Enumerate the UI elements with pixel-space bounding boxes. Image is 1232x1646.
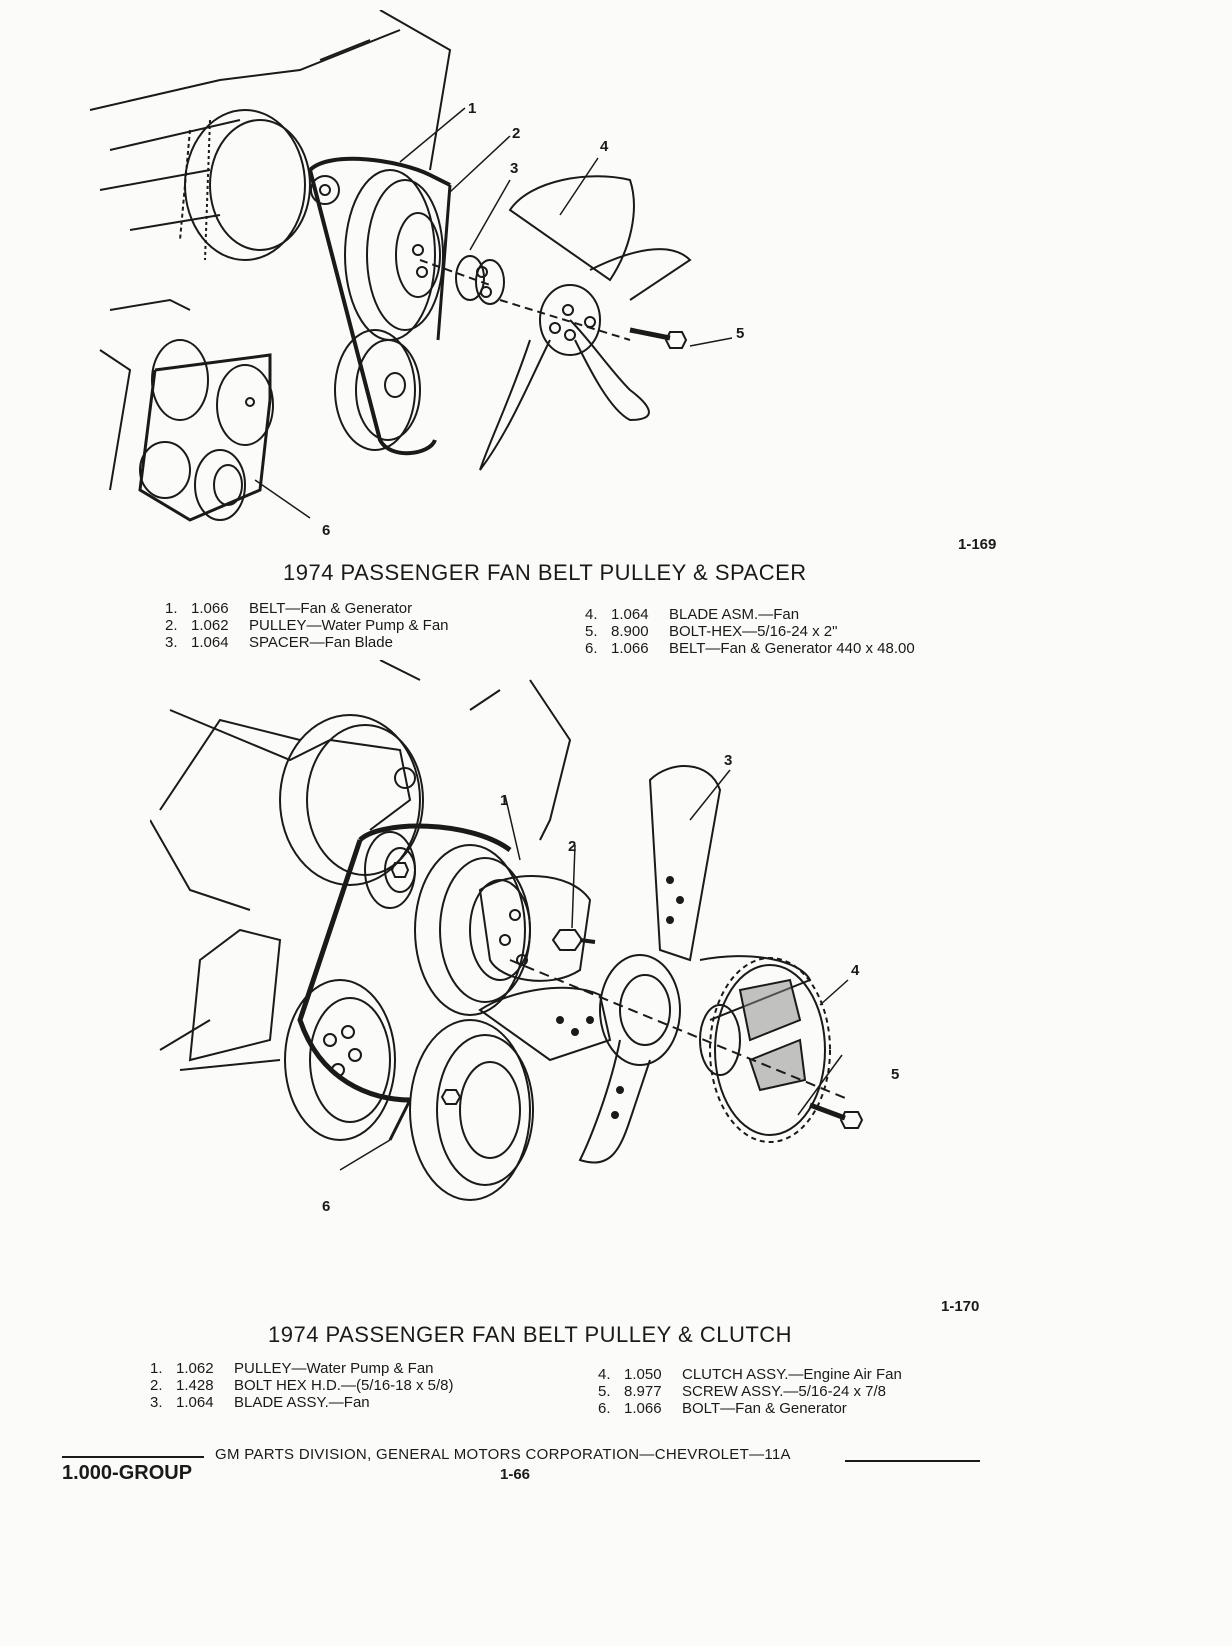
part-row: 3. 1.064 SPACER—Fan Blade: [165, 634, 449, 651]
figure-1-caption: 1974 PASSENGER FAN BELT PULLEY & SPACER: [283, 560, 807, 585]
part-num: 6.: [598, 1400, 611, 1417]
part-num: 3.: [165, 634, 178, 651]
part-num: 6.: [585, 640, 598, 657]
figure-2-callout-1: 1: [500, 792, 509, 809]
part-row: 2. 1.062 PULLEY—Water Pump & Fan: [165, 617, 449, 634]
figure-1-callout-6: 6: [322, 522, 331, 539]
footer-publisher: GM PARTS DIVISION, GENERAL MOTORS CORPOR…: [215, 1446, 791, 1463]
part-num: 2.: [150, 1377, 163, 1394]
part-num: 4.: [598, 1366, 611, 1383]
figure-1-number: 1-169: [958, 536, 997, 553]
part-desc: PULLEY—Water Pump & Fan: [249, 617, 449, 634]
part-code: 1.066: [611, 640, 649, 657]
footer-rule-left: [62, 1456, 204, 1458]
figure-1-parts-right: 4. 1.064 BLADE ASM.—Fan 5. 8.900 BOLT-HEX—5/…: [585, 606, 915, 657]
part-row: 4. 1.050 CLUTCH ASSY.—Engine Air Fan: [598, 1366, 902, 1383]
figure-2-parts-right: 4. 1.050 CLUTCH ASSY.—Engine Air Fan 5. 8.9…: [598, 1366, 902, 1417]
part-num: 1.: [150, 1360, 163, 1377]
figure-2-callout-2: 2: [568, 838, 577, 855]
figure-1-callout-3: 3: [510, 160, 519, 177]
part-num: 1.: [165, 600, 178, 617]
part-code: 1.428: [176, 1377, 214, 1394]
footer-group: 1.000-GROUP: [62, 1462, 193, 1484]
footer-page-number: 1-66: [500, 1466, 531, 1483]
part-row: 4. 1.064 BLADE ASM.—Fan: [585, 606, 915, 623]
part-row: 2. 1.428 BOLT HEX H.D.—(5/16-18 x 5/8): [150, 1377, 454, 1394]
part-desc: BLADE ASSY.—Fan: [234, 1394, 370, 1411]
part-code: 1.064: [176, 1394, 214, 1411]
part-row: 6. 1.066 BELT—Fan & Generator 440 x 48.00: [585, 640, 915, 657]
figure-1-callout-1: 1: [468, 100, 477, 117]
part-code: 1.062: [191, 617, 229, 634]
part-code: 1.066: [191, 600, 229, 617]
part-desc: BOLT HEX H.D.—(5/16-18 x 5/8): [234, 1377, 454, 1394]
figure-2-number: 1-170: [941, 1298, 980, 1315]
part-code: 8.977: [624, 1383, 662, 1400]
part-desc: PULLEY—Water Pump & Fan: [234, 1360, 434, 1377]
part-code: 1.064: [611, 606, 649, 623]
part-num: 4.: [585, 606, 598, 623]
part-desc: BELT—Fan & Generator: [249, 600, 413, 617]
figure-1-callout-5: 5: [736, 325, 745, 342]
part-desc: BELT—Fan & Generator 440 x 48.00: [669, 640, 915, 657]
part-row: 6. 1.066 BOLT—Fan & Generator: [598, 1400, 902, 1417]
part-desc: BOLT—Fan & Generator: [682, 1400, 847, 1417]
part-code: 1.066: [624, 1400, 662, 1417]
part-code: 1.062: [176, 1360, 214, 1377]
figure-1-drawing: [89, 10, 733, 522]
part-num: 3.: [150, 1394, 163, 1411]
footer-rule-right: [845, 1460, 980, 1462]
figure-2-callout-6: 6: [322, 1198, 331, 1215]
part-desc: BOLT-HEX—5/16-24 x 2": [669, 623, 838, 640]
part-num: 5.: [598, 1383, 611, 1400]
figure-1-callout-2: 2: [512, 125, 521, 142]
figure-2-callout-3: 3: [724, 752, 733, 769]
part-row: 3. 1.064 BLADE ASSY.—Fan: [150, 1394, 454, 1411]
part-row: 5. 8.900 BOLT-HEX—5/16-24 x 2": [585, 623, 915, 640]
part-desc: SCREW ASSY.—5/16-24 x 7/8: [682, 1383, 886, 1400]
part-desc: SPACER—Fan Blade: [249, 634, 393, 651]
figure-2-caption: 1974 PASSENGER FAN BELT PULLEY & CLUTCH: [268, 1322, 793, 1347]
part-code: 1.050: [624, 1366, 662, 1383]
part-num: 5.: [585, 623, 598, 640]
part-num: 2.: [165, 617, 178, 634]
figure-1-callout-4: 4: [600, 138, 609, 155]
part-code: 1.064: [191, 634, 229, 651]
figure-2-callout-4: 4: [851, 962, 860, 979]
figure-2-drawing: [150, 660, 864, 1201]
part-desc: CLUTCH ASSY.—Engine Air Fan: [682, 1366, 902, 1383]
figure-1-parts-left: 1. 1.066 BELT—Fan & Generator 2. 1.062 PULLE…: [165, 600, 449, 651]
part-row: 1. 1.066 BELT—Fan & Generator: [165, 600, 449, 617]
part-desc: BLADE ASM.—Fan: [669, 606, 800, 623]
figure-2-callout-5: 5: [891, 1066, 900, 1083]
part-row: 5. 8.977 SCREW ASSY.—5/16-24 x 7/8: [598, 1383, 902, 1400]
part-row: 1. 1.062 PULLEY—Water Pump & Fan: [150, 1360, 454, 1377]
figure-2-parts-left: 1. 1.062 PULLEY—Water Pump & Fan 2. 1.428 BO…: [150, 1360, 454, 1411]
part-code: 8.900: [611, 623, 649, 640]
